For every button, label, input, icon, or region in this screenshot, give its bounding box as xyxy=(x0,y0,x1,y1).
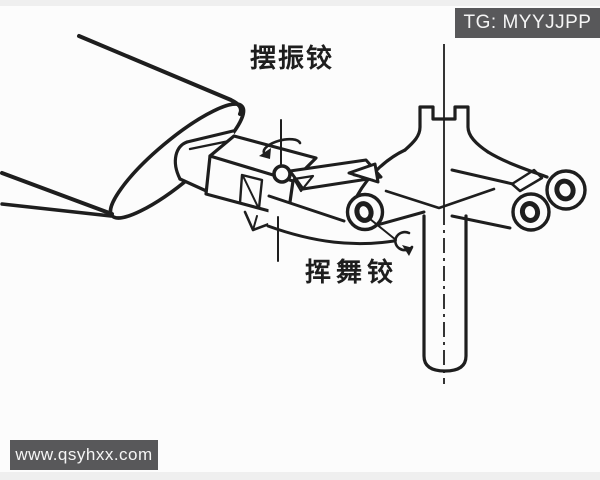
flap-hinge-leader-line xyxy=(369,218,397,241)
link-pennant-plate xyxy=(347,162,380,184)
lag-hinge-block xyxy=(204,134,318,232)
hinge-lugs xyxy=(345,169,587,232)
block-fill xyxy=(206,136,316,216)
flap-hinge-label: 挥舞铰 xyxy=(305,257,398,288)
hub-near-arm-bottom xyxy=(450,214,512,230)
hinge-link xyxy=(266,158,396,246)
blade-bottom-edge xyxy=(0,171,114,216)
grip-top-edge xyxy=(185,129,235,144)
blade-top-edge xyxy=(77,34,243,116)
block-window-diagonal xyxy=(242,175,259,208)
lag-hinge-bolt xyxy=(272,164,292,184)
block-top-face xyxy=(208,134,318,183)
lag-hinge-label: 摆振铰 xyxy=(250,43,334,74)
mast-outline xyxy=(422,214,468,373)
scan-edge-top xyxy=(0,0,600,6)
block-clevis-inner-line xyxy=(252,215,258,231)
link-lower-bar-fill xyxy=(268,196,348,240)
hub-castellated-crown xyxy=(403,105,490,154)
lag-arrowhead xyxy=(259,148,271,159)
near-lug-hole xyxy=(519,201,541,223)
flap-hinge-annotation xyxy=(369,218,414,256)
watermark-badge-bottom-left: www.qsyhxx.com xyxy=(10,440,158,470)
scan-edge-bottom xyxy=(0,472,600,480)
flap-hinge-near-lug xyxy=(511,192,551,232)
far-lug-hole xyxy=(554,178,576,202)
rotor-mast xyxy=(422,214,468,373)
flap-hinge-far-lug xyxy=(545,169,587,211)
hub-right-flare xyxy=(486,150,549,179)
hub-left-flare xyxy=(355,148,407,198)
hub-front-bottom-edge xyxy=(384,187,496,210)
blade-trailing-edge xyxy=(0,202,113,218)
hub-near-arm-top xyxy=(450,168,515,186)
link-top-plate xyxy=(288,158,383,191)
link-notch-triangle xyxy=(292,174,315,193)
block-window xyxy=(238,173,264,210)
link-lower-bar-bottom xyxy=(266,224,396,246)
lag-hinge-rotation-arrow-icon xyxy=(262,137,302,155)
pennant-inner-line xyxy=(352,174,374,181)
lag-hinge-annotation xyxy=(259,119,302,262)
hub-clevis-wedge xyxy=(510,168,544,193)
link-top-plate-fill xyxy=(290,160,381,189)
grip-rounded-cap xyxy=(173,140,189,181)
left-lug-hole xyxy=(354,201,374,223)
hub-left-arm-bottom xyxy=(375,210,426,227)
link-lower-bar-top xyxy=(267,194,346,223)
flap-arrowhead xyxy=(402,245,413,256)
watermark-badge-top-right: TG: MYYJJPP xyxy=(455,8,600,38)
